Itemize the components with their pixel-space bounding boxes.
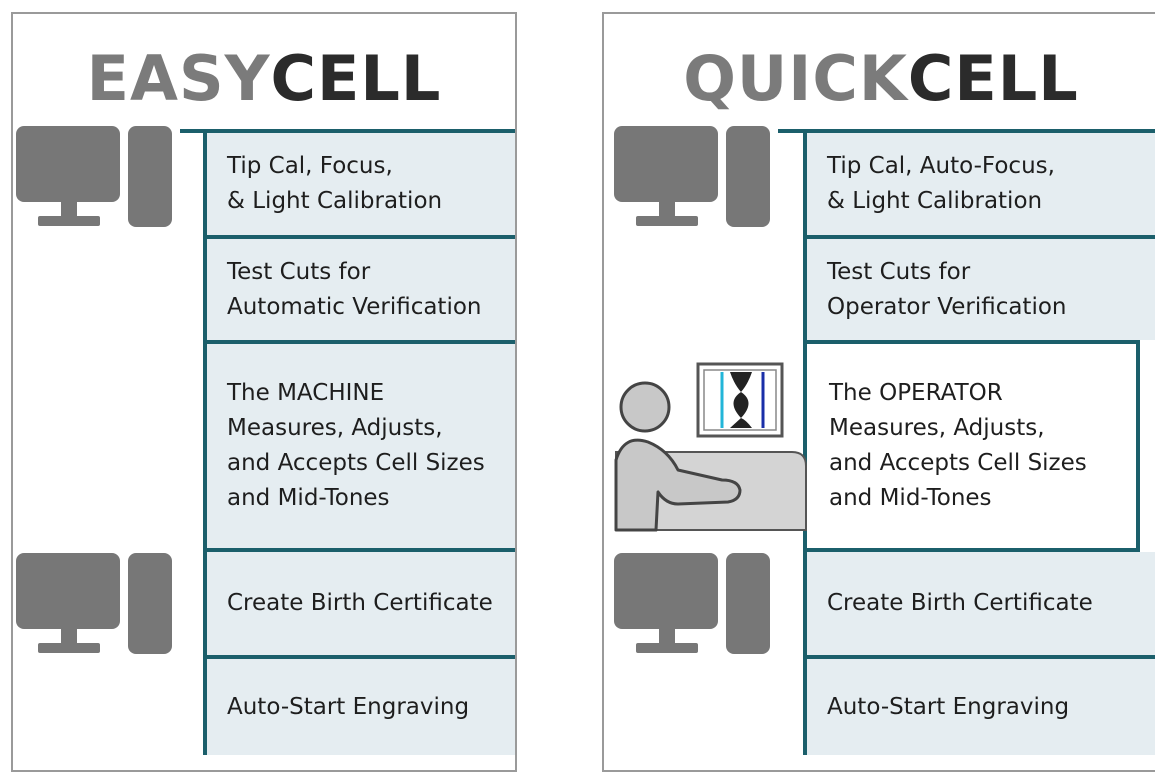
easycell-step-1-text: Tip Cal, Focus, & Light Calibration — [227, 153, 443, 214]
computer-icon — [16, 553, 172, 654]
quickcell-top-separator — [778, 129, 1155, 133]
easycell-top-separator — [180, 129, 515, 133]
easycell-separator — [203, 655, 515, 659]
easycell-title-light: EASY — [86, 42, 271, 115]
easycell-step-auto-start: Auto-Start Engraving — [203, 659, 515, 755]
computer-icon — [614, 553, 770, 654]
easycell-step-5-text: Auto-Start Engraving — [227, 693, 470, 720]
quickcell-step-5-text: Auto-Start Engraving — [827, 693, 1070, 720]
easycell-step-4-text: Create Birth Certificate — [227, 590, 493, 616]
quickcell-separator — [803, 235, 1155, 239]
quickcell-step-1-text: Tip Cal, Auto-Focus, & Light Calibration — [827, 153, 1055, 214]
quickcell-title-light: QUICK — [683, 42, 908, 115]
easycell-step-calibration: Tip Cal, Focus, & Light Calibration — [203, 133, 515, 235]
easycell-separator — [203, 340, 515, 344]
easycell-title: EASYCELL — [13, 44, 515, 114]
computer-icon — [16, 126, 172, 227]
easycell-title-dark: CELL — [270, 42, 442, 115]
easycell-step-test-cuts: Test Cuts for Automatic Verification — [203, 239, 515, 340]
quickcell-separator — [803, 655, 1155, 659]
easycell-separator — [203, 548, 515, 552]
computer-icon — [614, 126, 770, 227]
quickcell-step-birth-certificate: Create Birth Certificate — [803, 552, 1155, 655]
quickcell-step-3-text: The OPERATOR Measures, Adjusts, and Acce… — [829, 380, 1087, 511]
easycell-step-birth-certificate: Create Birth Certificate — [203, 552, 515, 655]
easycell-step-2-text: Test Cuts for Automatic Verification — [227, 258, 482, 320]
operator-at-screen-icon — [614, 362, 807, 532]
quickcell-step-auto-start: Auto-Start Engraving — [803, 659, 1155, 755]
quickcell-step-2-text: Test Cuts for Operator Verification — [827, 258, 1067, 320]
quickcell-step-4-text: Create Birth Certificate — [827, 590, 1093, 616]
quickcell-step-operator-measures: The OPERATOR Measures, Adjusts, and Acce… — [803, 340, 1140, 552]
quickcell-step-calibration: Tip Cal, Auto-Focus, & Light Calibration — [803, 133, 1155, 235]
easycell-separator — [203, 235, 515, 239]
quickcell-title: QUICKCELL — [604, 44, 1155, 114]
quickcell-title-dark: CELL — [907, 42, 1079, 115]
easycell-step-3-text: The MACHINE Measures, Adjusts, and Accep… — [227, 380, 485, 511]
easycell-step-machine-measures: The MACHINE Measures, Adjusts, and Accep… — [203, 344, 515, 548]
quickcell-step-test-cuts: Test Cuts for Operator Verification — [803, 239, 1155, 340]
